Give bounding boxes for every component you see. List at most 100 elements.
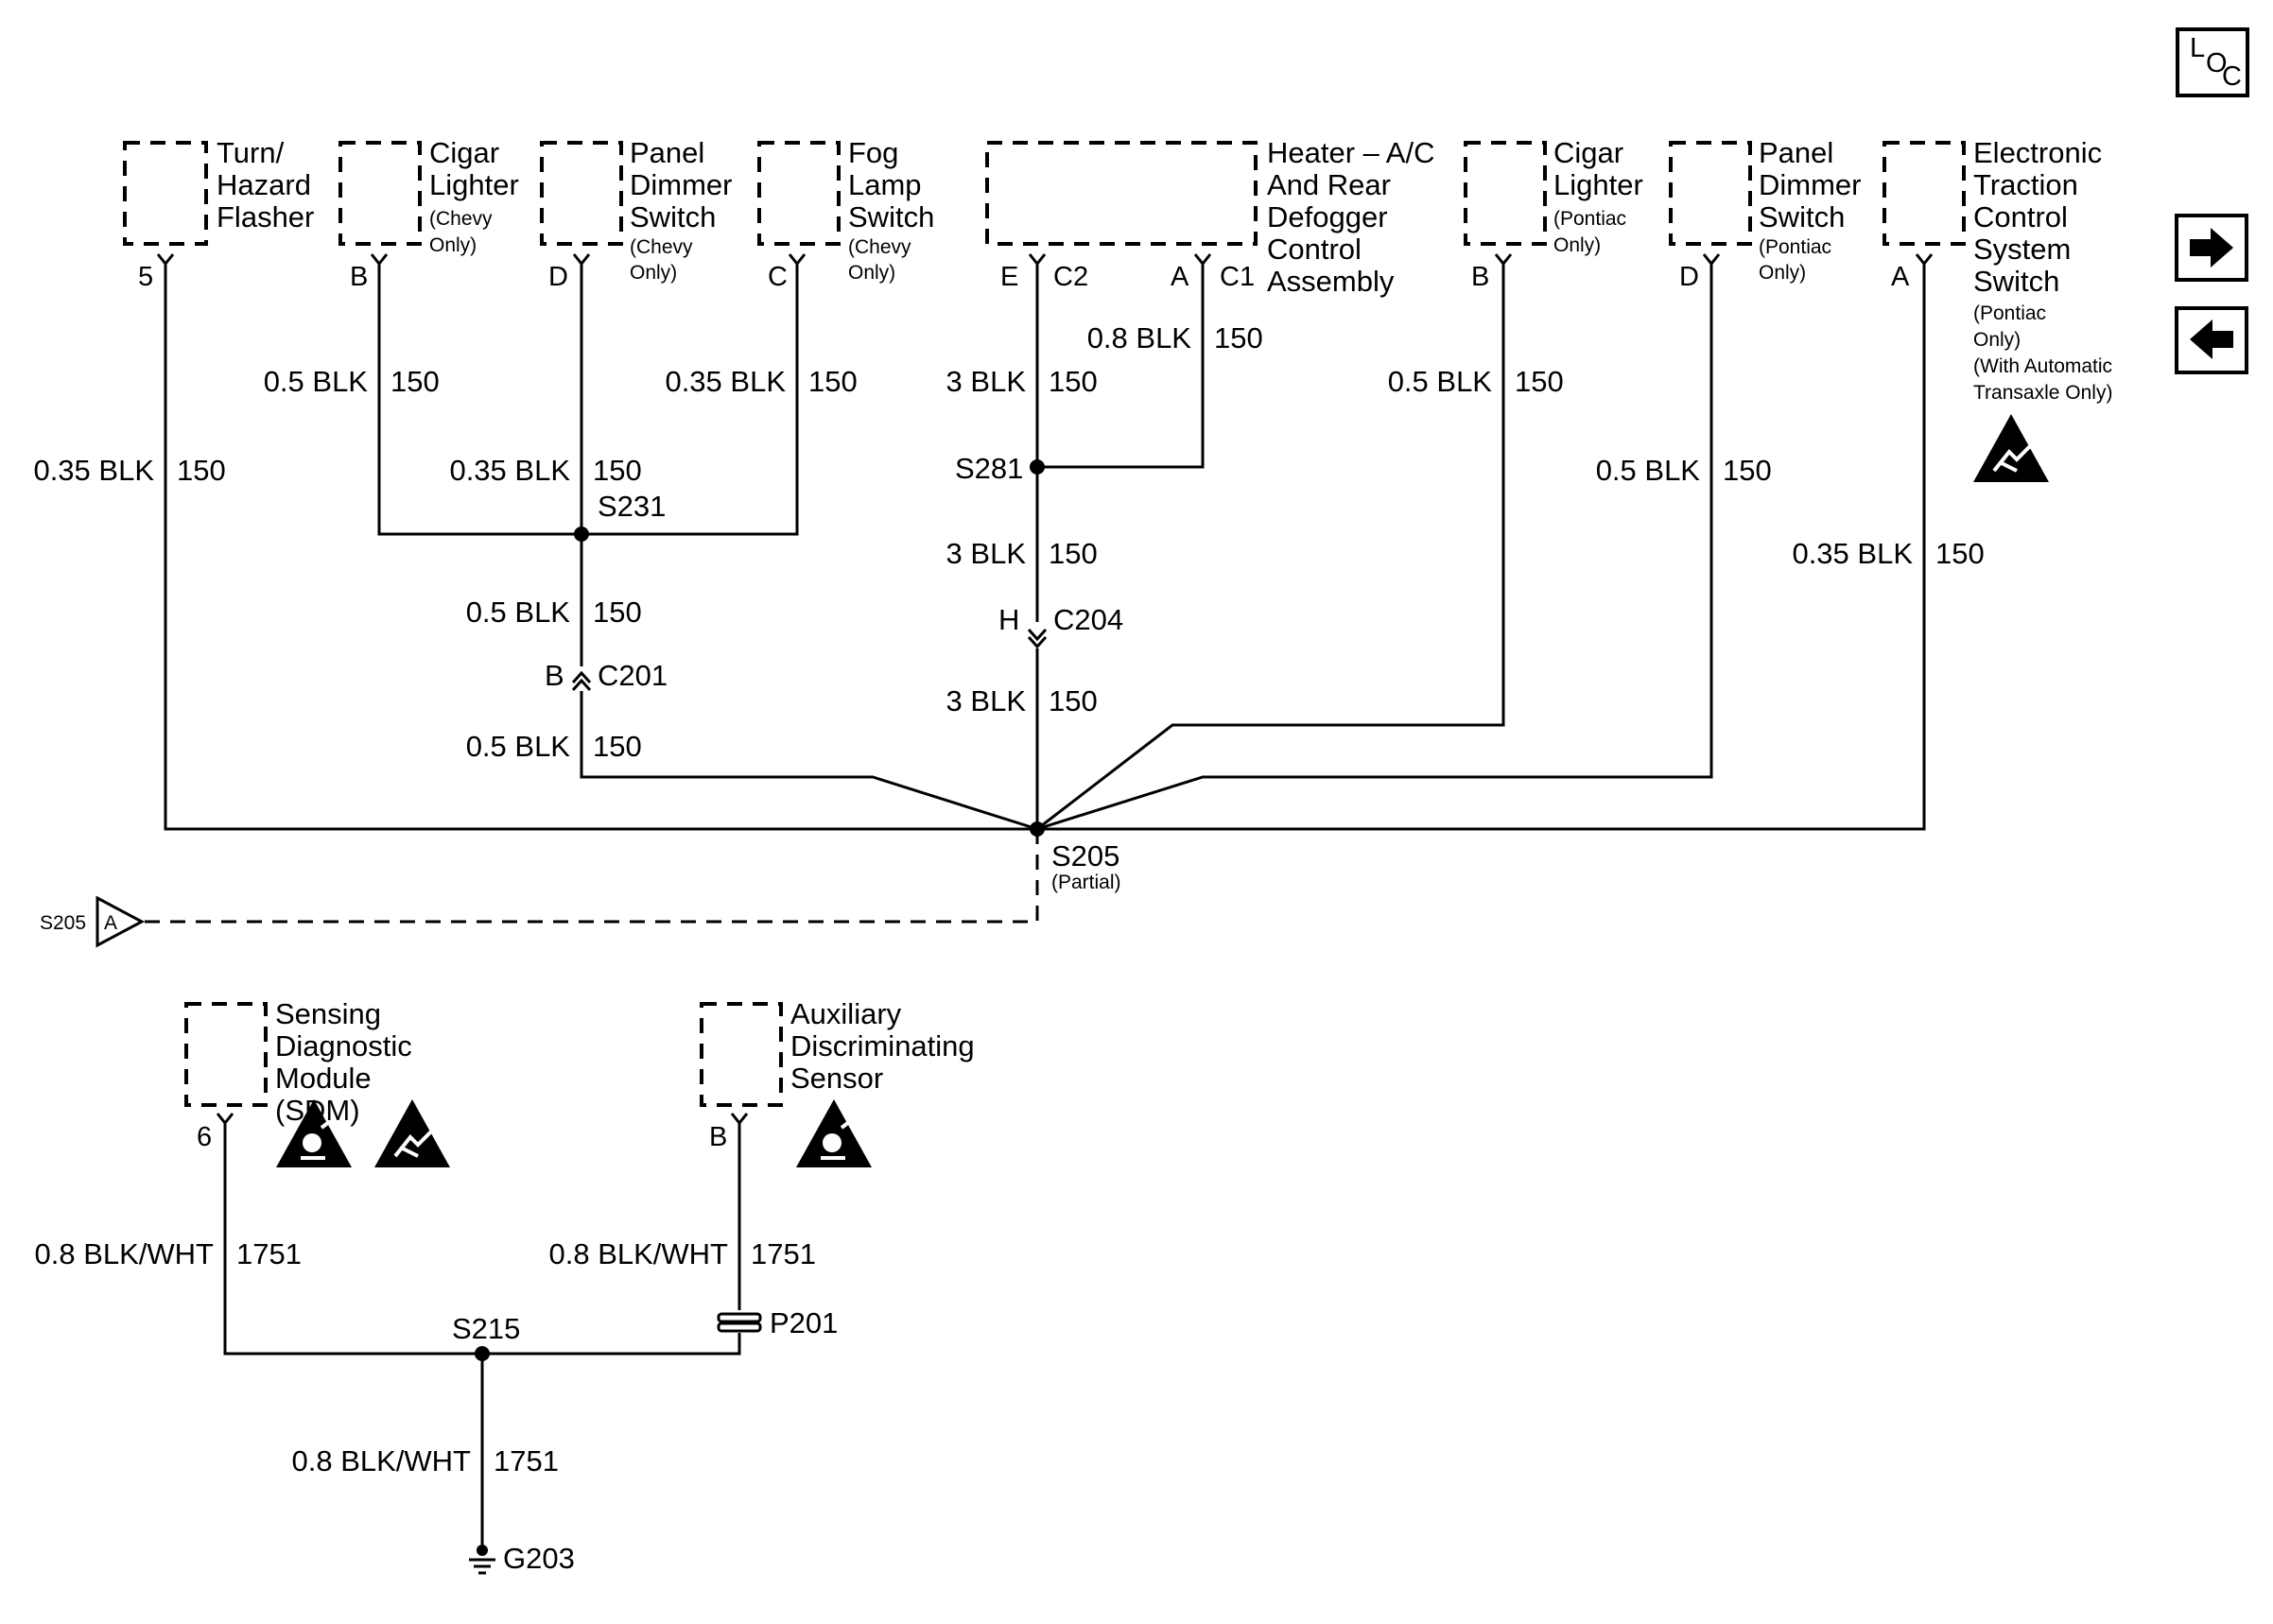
svg-text:Lighter: Lighter [429, 168, 519, 201]
svg-text:Module: Module [275, 1062, 372, 1095]
pin-label: C1 [1220, 262, 1255, 292]
connector-label: C204 [1053, 603, 1123, 636]
svg-text:0.5 BLK: 0.5 BLK [1388, 365, 1493, 398]
splice-s231 [574, 527, 589, 542]
auxiliary-sensor-label: Auxiliary Discriminating Sensor [790, 997, 975, 1095]
pin-label: C [768, 262, 788, 292]
connector-label: P201 [770, 1306, 838, 1339]
svg-text:(Chevy: (Chevy [429, 208, 493, 230]
svg-text:(Pontiac: (Pontiac [1973, 302, 2046, 324]
ground-icon [469, 1545, 495, 1575]
panel-dimmer-chevy-box [540, 141, 623, 246]
svg-text:L: L [2190, 33, 2205, 63]
heater-ac-control-label: Heater – A/C And Rear Defogger Control A… [1267, 136, 1434, 298]
splice-s215 [475, 1346, 490, 1361]
svg-text:Auxiliary: Auxiliary [790, 997, 902, 1030]
svg-text:Fog: Fog [848, 136, 898, 169]
next-page-button[interactable] [2175, 214, 2248, 282]
svg-text:Control: Control [1267, 233, 1362, 266]
svg-text:Switch: Switch [848, 200, 934, 233]
svg-text:150: 150 [177, 454, 226, 487]
arrow-right-icon [2190, 228, 2233, 268]
svg-text:150: 150 [593, 730, 642, 763]
svg-text:(Chevy: (Chevy [630, 236, 693, 258]
c204-connector [1027, 628, 1048, 649]
svg-text:0.35 BLK: 0.35 BLK [449, 454, 570, 487]
cigar-lighter-pontiac-box [1464, 141, 1547, 246]
svg-text:And Rear: And Rear [1267, 168, 1391, 201]
svg-text:Control: Control [1973, 200, 2068, 233]
svg-text:Cigar: Cigar [1553, 136, 1623, 169]
svg-text:Sensing: Sensing [275, 997, 381, 1030]
svg-text:150: 150 [1049, 365, 1098, 398]
svg-text:Transaxle Only): Transaxle Only) [1973, 382, 2112, 404]
splice-label: S215 [452, 1312, 520, 1345]
svg-text:150: 150 [1049, 684, 1098, 717]
svg-text:(Chevy: (Chevy [848, 236, 911, 258]
lower-wire-labels: 0.8 BLK/WHT 1751 0.8 BLK/WHT 1751 0.8 BL… [35, 1237, 816, 1477]
svg-text:Only): Only) [429, 234, 477, 256]
svg-text:C: C [2222, 61, 2242, 92]
pin-label: D [548, 262, 568, 292]
svg-text:Flasher: Flasher [217, 200, 314, 233]
svg-text:0.8 BLK: 0.8 BLK [1087, 321, 1192, 354]
p201-connector [717, 1312, 762, 1333]
svg-text:Traction: Traction [1973, 168, 2078, 201]
connector-pin: B [545, 659, 564, 692]
cigar-lighter-pontiac-label: Cigar Lighter (Pontiac Only) [1553, 136, 1643, 256]
svg-text:150: 150 [1515, 365, 1564, 398]
svg-text:150: 150 [1049, 537, 1098, 570]
svg-text:Electronic: Electronic [1973, 136, 2102, 169]
lower-wire-lines [223, 1123, 741, 1550]
connector-pin: H [998, 603, 1019, 636]
svg-text:1751: 1751 [494, 1444, 559, 1477]
svg-text:A: A [104, 912, 117, 934]
wire-lines [142, 264, 1926, 924]
svg-text:150: 150 [1935, 537, 1985, 570]
panel-dimmer-pontiac-box [1669, 141, 1752, 246]
pin-label: A [1171, 262, 1189, 292]
svg-text:Sensor: Sensor [790, 1062, 883, 1095]
svg-text:0.35 BLK: 0.35 BLK [665, 365, 786, 398]
offpage-reference-s205[interactable]: S205 A [40, 895, 146, 948]
airbag-warning-icon [276, 1099, 352, 1167]
panel-dimmer-pontiac-label: Panel Dimmer Switch (Pontiac Only) [1759, 136, 1862, 284]
loc-button[interactable]: L O C [2176, 27, 2249, 97]
svg-text:S205: S205 [40, 912, 86, 934]
svg-text:Lighter: Lighter [1553, 168, 1643, 201]
svg-text:Panel: Panel [630, 136, 704, 169]
svg-text:150: 150 [1214, 321, 1263, 354]
svg-text:Diagnostic: Diagnostic [275, 1029, 412, 1063]
svg-text:Only): Only) [1553, 234, 1601, 256]
sdm-box [184, 1002, 268, 1107]
splice-s205 [1030, 821, 1045, 837]
splice-note: (Partial) [1051, 872, 1121, 893]
wire-labels: 0.35 BLK 150 0.5 BLK 150 0.35 BLK 150 0.… [33, 321, 1984, 763]
svg-text:1751: 1751 [751, 1237, 816, 1270]
svg-text:0.8 BLK/WHT: 0.8 BLK/WHT [549, 1237, 729, 1270]
svg-text:0.35 BLK: 0.35 BLK [33, 454, 154, 487]
svg-text:0.8 BLK/WHT: 0.8 BLK/WHT [292, 1444, 472, 1477]
svg-text:150: 150 [808, 365, 858, 398]
svg-text:Hazard: Hazard [217, 168, 311, 201]
fog-lamp-switch-box [757, 141, 841, 246]
svg-text:Panel: Panel [1759, 136, 1833, 169]
svg-text:(Pontiac: (Pontiac [1759, 236, 1831, 258]
svg-text:System: System [1973, 233, 2071, 266]
svg-text:Turn/: Turn/ [217, 136, 285, 169]
svg-text:Switch: Switch [630, 200, 716, 233]
pin-label: E [1000, 262, 1018, 292]
heater-ac-control-box [985, 141, 1258, 246]
pin-label: D [1679, 262, 1699, 292]
svg-text:Dimmer: Dimmer [630, 168, 733, 201]
svg-text:Only): Only) [1759, 262, 1806, 284]
cigar-lighter-chevy-label: Cigar Lighter (Chevy Only) [429, 136, 519, 256]
svg-text:3 BLK: 3 BLK [946, 684, 1027, 717]
svg-text:0.5 BLK: 0.5 BLK [264, 365, 369, 398]
esd-warning-icon [1973, 414, 2049, 482]
pin-label: 6 [197, 1122, 212, 1152]
svg-text:Cigar: Cigar [429, 136, 499, 169]
svg-text:Only): Only) [848, 262, 895, 284]
svg-text:Only): Only) [1973, 329, 2021, 351]
previous-page-button[interactable] [2175, 306, 2248, 374]
